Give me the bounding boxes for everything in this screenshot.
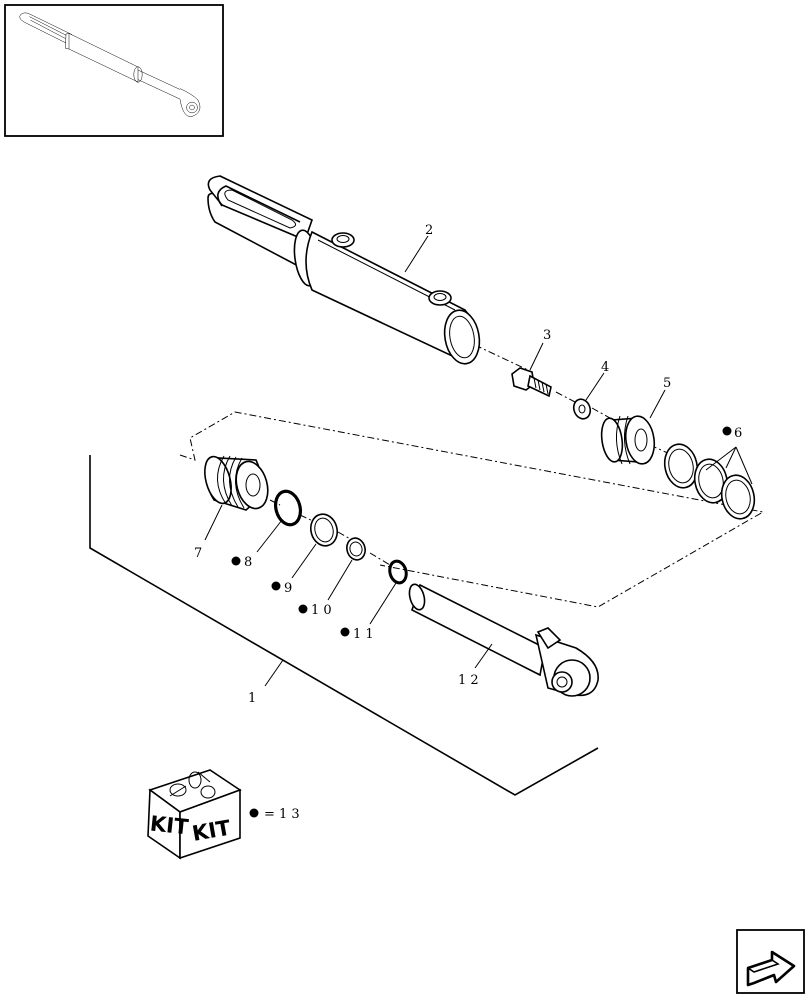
callout-2: 2 bbox=[425, 223, 433, 238]
wiper-ring-part-10 bbox=[346, 537, 366, 561]
kit-legend-text: = 1 3 bbox=[264, 807, 300, 822]
assembly-outline-part-1 bbox=[89, 455, 599, 796]
callout-4: 4 bbox=[601, 360, 609, 375]
kit-dot-9 bbox=[271, 581, 281, 591]
callout-7: 7 bbox=[194, 546, 202, 561]
o-ring-part-11 bbox=[388, 559, 408, 585]
seal-rings-part-6 bbox=[663, 443, 756, 520]
bolt-part-3 bbox=[511, 367, 552, 398]
callout-6: 6 bbox=[734, 426, 742, 441]
kit-box-icon[interactable]: KIT KIT bbox=[147, 769, 242, 860]
o-ring-part-8 bbox=[274, 489, 302, 527]
piston-part-5 bbox=[600, 415, 656, 465]
kit-label-left: KIT bbox=[149, 811, 190, 839]
kit-dot-11 bbox=[340, 627, 350, 637]
washer-part-4 bbox=[572, 398, 592, 420]
next-page-arrow-icon[interactable] bbox=[736, 929, 805, 994]
gland-part-7 bbox=[204, 455, 269, 511]
kit-dot-8 bbox=[231, 556, 241, 566]
callout-10: 1 0 bbox=[311, 603, 332, 618]
cylinder-thumbnail-icon bbox=[19, 12, 201, 117]
thumbnail-view[interactable] bbox=[4, 4, 224, 137]
cylinder-barrel-part-2 bbox=[207, 175, 481, 365]
backup-ring-part-9 bbox=[309, 513, 339, 547]
kit-markers bbox=[231, 426, 732, 818]
kit-dot-10 bbox=[298, 604, 308, 614]
callout-5: 5 bbox=[663, 376, 671, 391]
kit-dot-13 bbox=[249, 808, 259, 818]
callouts: 1 2 3 4 5 6 7 8 9 1 0 1 1 1 2 bbox=[194, 223, 742, 706]
leader-lines bbox=[204, 235, 753, 687]
piston-rod-part-12 bbox=[408, 583, 599, 697]
callout-3: 3 bbox=[543, 328, 551, 343]
callout-12: 1 2 bbox=[458, 673, 479, 688]
callout-11: 1 1 bbox=[353, 627, 374, 642]
callout-9: 9 bbox=[284, 581, 292, 596]
callout-8: 8 bbox=[244, 555, 252, 570]
kit-dot-6 bbox=[722, 426, 732, 436]
callout-1: 1 bbox=[248, 691, 256, 706]
